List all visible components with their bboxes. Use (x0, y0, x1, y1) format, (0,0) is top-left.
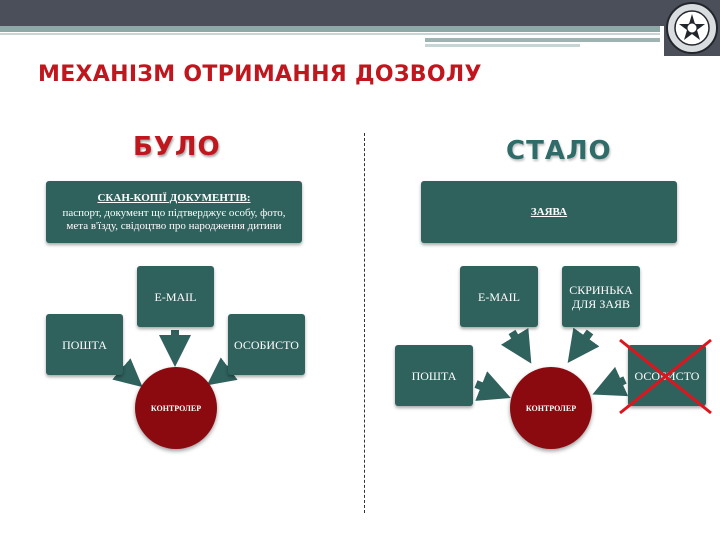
top-line (425, 38, 660, 42)
top-line (425, 44, 580, 47)
application-label: ЗАЯВА (530, 206, 568, 218)
docs-body: паспорт, документ що підтверджує особу, … (62, 207, 286, 232)
controller-label: КОНТРОЛЕР (150, 403, 202, 413)
arrow-right-email (501, 328, 532, 364)
in-person-box-before: ОСОБИСТО (228, 314, 305, 375)
top-bar (0, 0, 720, 26)
post-box-before: ПОШТА (46, 314, 123, 375)
emblem-logo (664, 0, 720, 56)
column-divider (364, 133, 365, 513)
email-box-after: E-MAIL (460, 266, 538, 327)
post-label: ПОШТА (62, 337, 107, 352)
mailbox-box-after: СКРИНЬКА ДЛЯ ЗАЯВ (562, 266, 640, 327)
in-person-label: ОСОБИСТО (234, 337, 299, 352)
email-box-before: E-MAIL (137, 266, 214, 327)
mailbox-label: СКРИНЬКА ДЛЯ ЗАЯВ (569, 282, 633, 311)
post-label: ПОШТА (411, 368, 457, 383)
column-title-before: БУЛО (133, 132, 221, 162)
docs-box: СКАН-КОПІЇ ДОКУМЕНТІВ: паспорт, документ… (46, 181, 302, 243)
post-box-after: ПОШТА (395, 345, 473, 406)
controller-circle-after: КОНТРОЛЕР (510, 367, 592, 449)
email-label: E-MAIL (478, 289, 520, 304)
arrow-right-osobysto (592, 366, 629, 397)
controller-label: КОНТРОЛЕР (525, 403, 577, 413)
column-title-after: СТАЛО (506, 136, 612, 166)
email-label: E-MAIL (154, 289, 197, 304)
top-line (0, 33, 660, 35)
docs-header: СКАН-КОПІЇ ДОКУМЕНТІВ: (97, 192, 251, 204)
application-box: ЗАЯВА (421, 181, 677, 243)
arrow-right-skrynka (567, 327, 600, 363)
arrow-right-poshta (474, 371, 511, 401)
in-person-label: ОСОБИСТО (634, 368, 700, 383)
top-line (0, 26, 660, 32)
in-person-box-after: ОСОБИСТО (628, 345, 706, 406)
page-title: МЕХАНІЗМ ОТРИМАННЯ ДОЗВОЛУ (38, 62, 482, 87)
controller-circle-before: КОНТРОЛЕР (135, 367, 217, 449)
